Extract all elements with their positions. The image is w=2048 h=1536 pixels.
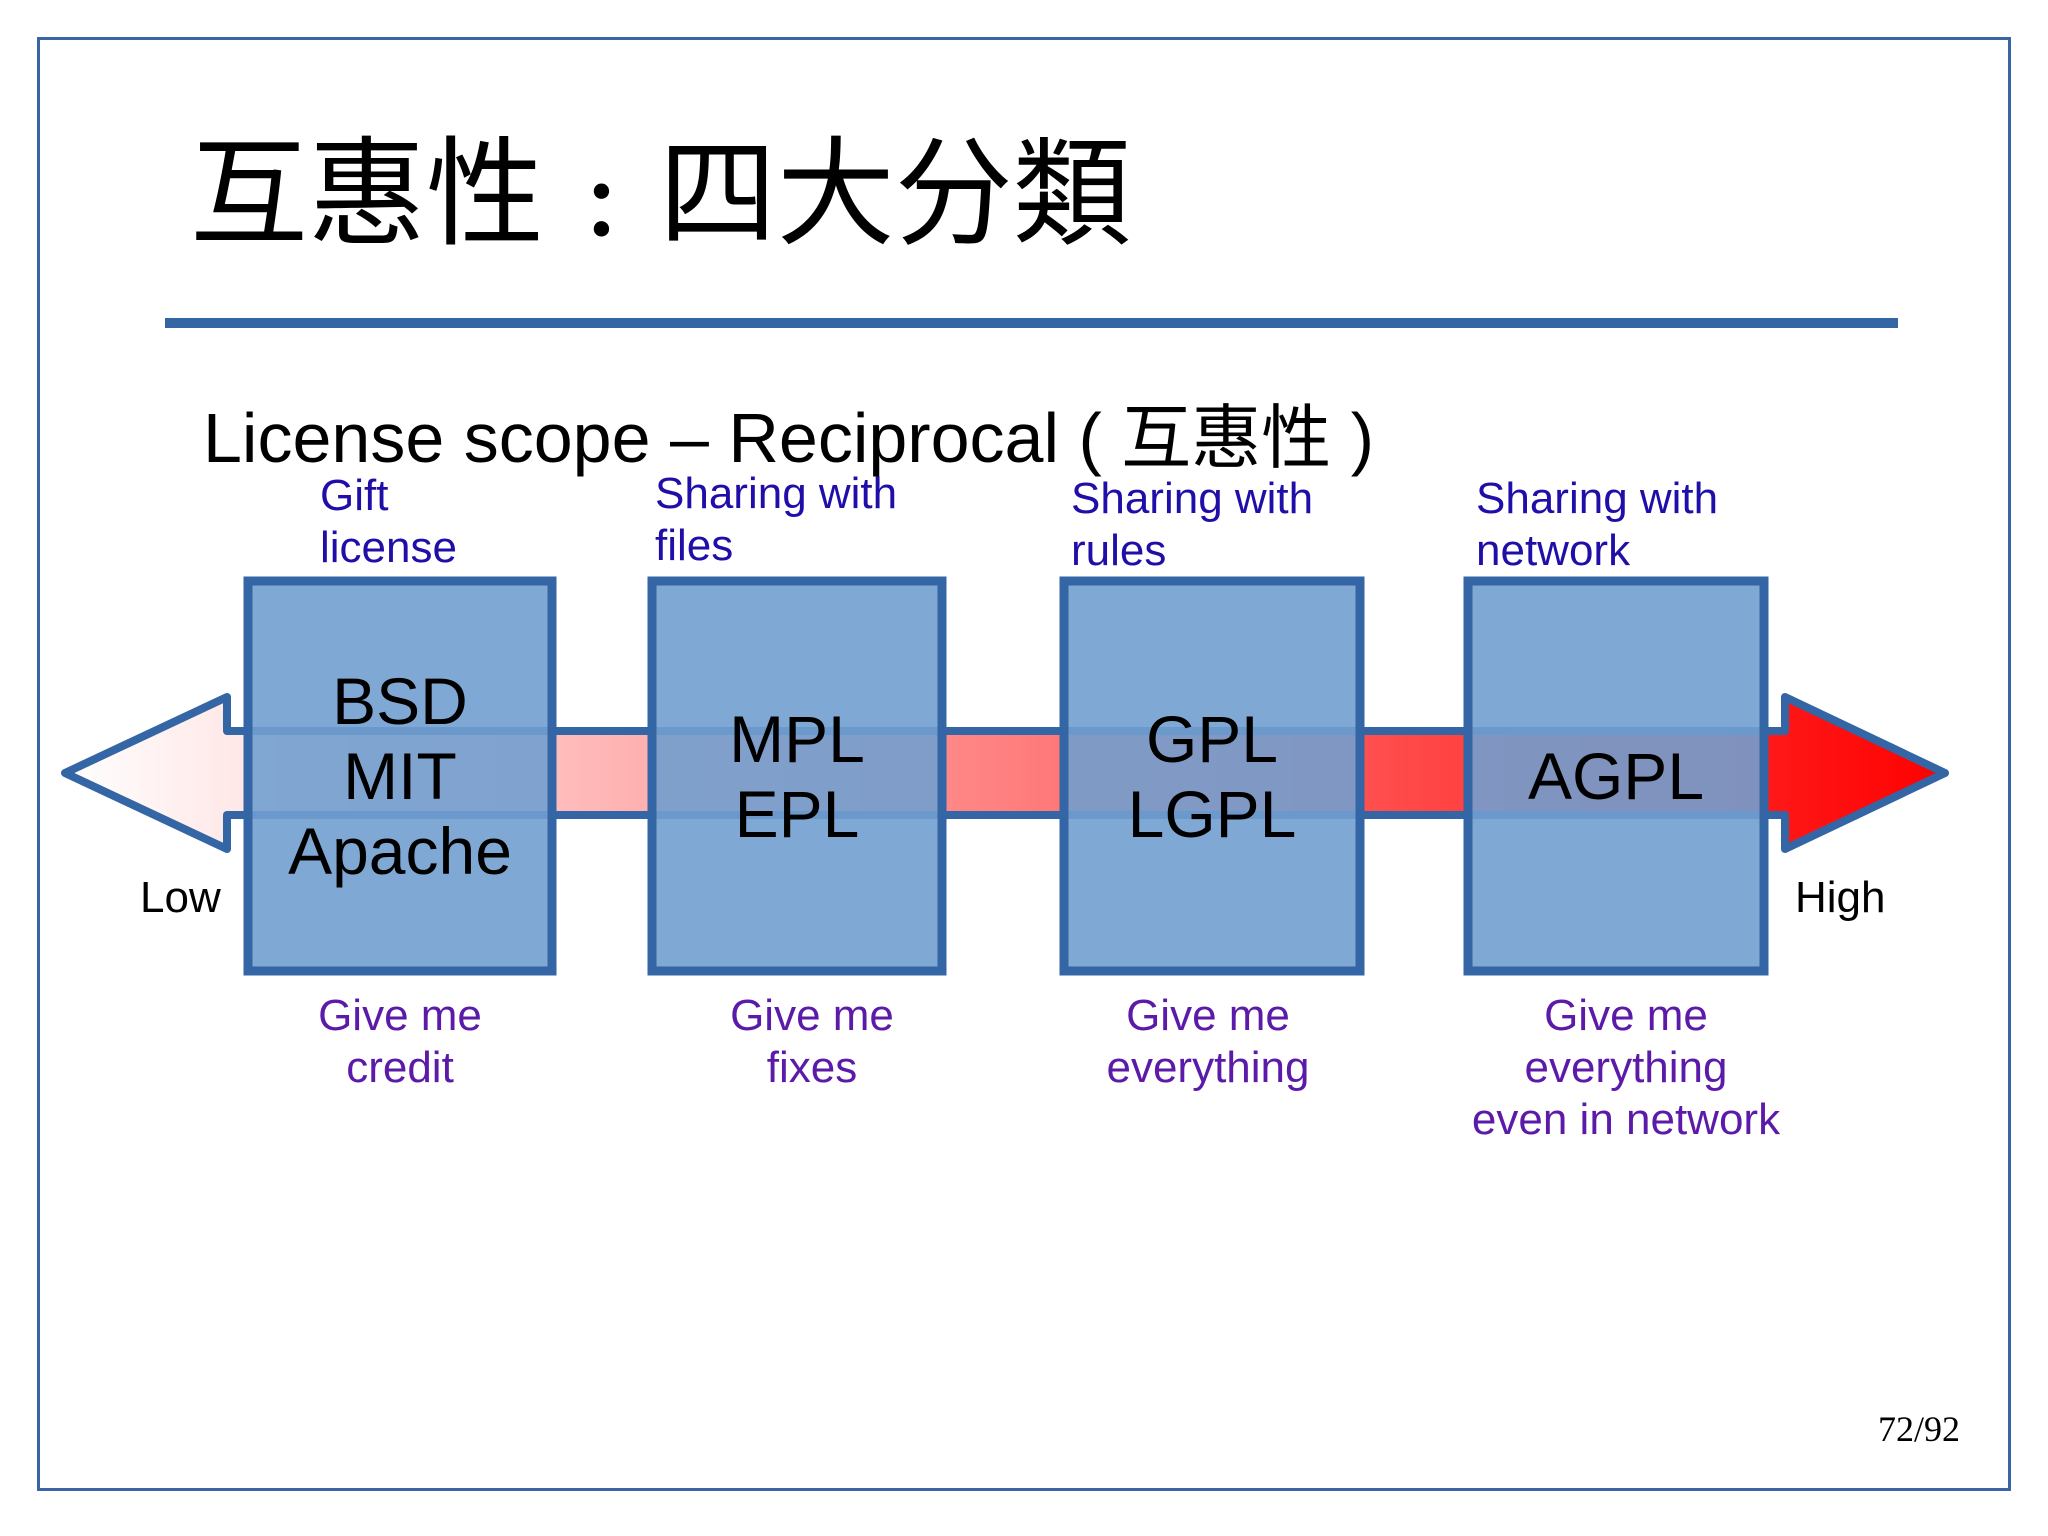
subtitle-prefix: License scope – Reciprocal ( — [203, 399, 1122, 477]
bottom-label-line: Give me — [730, 991, 894, 1040]
license-name-2-0: GPL — [1146, 702, 1278, 776]
top-label-line: license — [320, 523, 457, 572]
license-name-1-1: EPL — [735, 777, 860, 851]
page-number: 72/92 — [1877, 1409, 1960, 1449]
license-name-2-1: LGPL — [1128, 777, 1297, 851]
license-name-0-1: MIT — [343, 739, 457, 813]
bottom-label-line: Give me — [1544, 991, 1708, 1040]
bottom-label-line: Give me — [1126, 991, 1290, 1040]
bottom-label-line: Give me — [318, 991, 482, 1040]
license-name-0-0: BSD — [332, 664, 468, 738]
license-box-0: BSD MIT Apache — [243, 576, 557, 976]
top-label-line: Sharing with — [655, 469, 898, 518]
license-box-rect — [243, 576, 557, 976]
scale-low-label: Low — [140, 873, 221, 922]
bottom-label-line: everything — [1524, 1043, 1728, 1092]
license-name-3-0: AGPL — [1528, 739, 1704, 813]
bottom-label-line: credit — [346, 1043, 454, 1092]
license-name-0-2: Apache — [288, 814, 512, 888]
license-box-2: GPL LGPL — [1059, 576, 1365, 976]
title-rule — [165, 318, 1898, 328]
top-label-line: Sharing with — [1071, 474, 1314, 523]
top-label-line: Sharing with — [1476, 474, 1719, 523]
scale-high-label: High — [1795, 873, 1886, 922]
license-box-rect — [1059, 576, 1365, 976]
bottom-label-line: even in network — [1471, 1095, 1781, 1144]
subtitle: License scope – Reciprocal ( 互惠性 ) — [203, 400, 1374, 477]
slide-frame — [37, 37, 2011, 1491]
top-label-line: network — [1476, 526, 1631, 575]
top-label-line: rules — [1071, 526, 1167, 575]
license-box-rect — [1463, 576, 1769, 976]
slide-title: 互惠性 : 四大分類 — [190, 125, 1131, 263]
license-box-rect — [647, 576, 947, 976]
subtitle-cjk: 互惠性 — [1121, 397, 1332, 479]
bottom-label-line: fixes — [766, 1043, 858, 1092]
license-box-3: AGPL — [1463, 576, 1769, 976]
license-box-1: MPL EPL — [647, 576, 947, 976]
bottom-label-line: everything — [1106, 1043, 1310, 1092]
subtitle-suffix: ) — [1331, 399, 1375, 477]
license-name-1-0: MPL — [729, 702, 865, 776]
top-label-line: Gift — [320, 471, 389, 520]
top-label-line: files — [655, 521, 734, 570]
